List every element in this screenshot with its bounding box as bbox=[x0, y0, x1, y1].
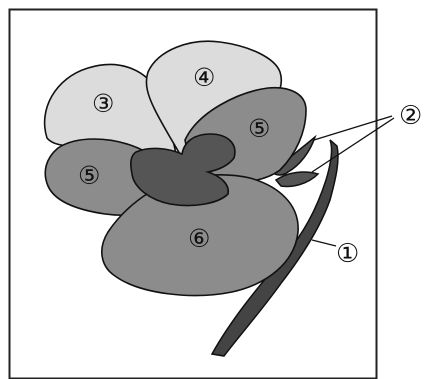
petal-label-upper-right: ④ bbox=[193, 63, 215, 92]
petal-label-lower: ⑥ bbox=[188, 224, 210, 253]
sepal-callout-label: ② bbox=[399, 101, 422, 131]
petal-label-side-right: ⑤ bbox=[248, 114, 270, 143]
sepal-leader-line-upper bbox=[314, 116, 392, 140]
stem-leader-line bbox=[312, 240, 336, 246]
petal-label-upper-left: ③ bbox=[92, 89, 114, 118]
stem-callout-label: ① bbox=[336, 239, 359, 269]
sepal-leader-line-lower bbox=[312, 118, 394, 172]
petal-label-side-left: ⑤ bbox=[78, 161, 100, 190]
